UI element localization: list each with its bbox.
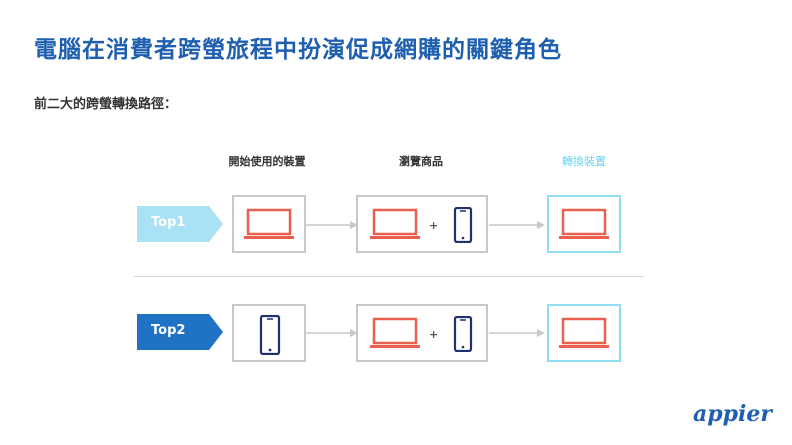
plus-sign: +	[429, 328, 439, 341]
flow-arrow	[306, 329, 358, 337]
mobile-phone-icon	[259, 315, 281, 355]
laptop-icon	[559, 317, 609, 348]
column-header-start-device: 開始使用的裝置	[228, 155, 306, 168]
mobile-phone-icon	[453, 316, 473, 352]
switch-device-box-top2	[547, 304, 621, 362]
switch-device-box-top1	[547, 195, 621, 253]
row-tag-top1: Top1	[137, 206, 223, 242]
laptop-icon	[370, 317, 420, 348]
row-tag-label: Top2	[151, 323, 186, 338]
browse-box-top2: +	[356, 304, 488, 362]
laptop-icon	[244, 208, 294, 239]
browse-box-top1: +	[356, 195, 488, 253]
tag-arrow-shape	[137, 314, 223, 350]
flow-arrow	[489, 221, 545, 229]
column-header-browse-product: 瀏覽商品	[399, 155, 443, 168]
appier-logo: appier	[693, 401, 772, 427]
start-device-box-top1	[232, 195, 306, 253]
row-tag-top2: Top2	[137, 314, 223, 350]
flow-arrow	[489, 329, 545, 337]
mobile-phone-icon	[453, 207, 473, 243]
flow-arrow	[306, 221, 358, 229]
plus-sign: +	[429, 219, 439, 232]
row-divider	[134, 276, 644, 277]
column-header-switch-device: 轉換裝置	[562, 155, 606, 168]
tag-arrow-shape	[137, 206, 223, 242]
start-device-box-top2	[232, 304, 306, 362]
laptop-icon	[559, 208, 609, 239]
laptop-icon	[370, 208, 420, 239]
row-tag-label: Top1	[151, 215, 186, 230]
page-title: 電腦在消費者跨螢旅程中扮演促成網購的關鍵角色	[34, 37, 562, 63]
page-subtitle: 前二大的跨螢轉換路徑：	[34, 97, 178, 112]
